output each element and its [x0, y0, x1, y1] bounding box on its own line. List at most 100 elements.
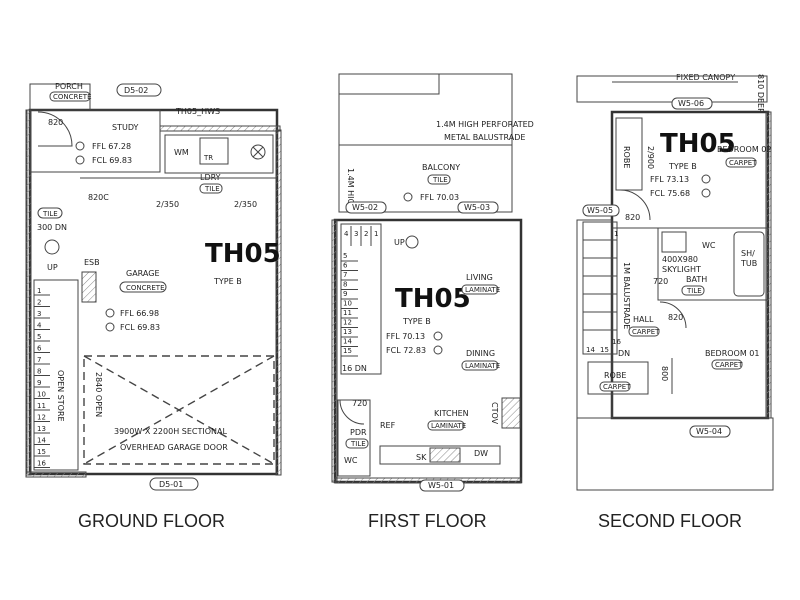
wc-label: WC: [344, 456, 358, 465]
door-820a: 820: [625, 213, 640, 222]
bath-room: [657, 227, 769, 301]
kitchen-finish: LAMINATE: [431, 422, 466, 430]
ground-right-wall-hatch: [275, 129, 282, 476]
w5-05-label: W5-05: [587, 206, 613, 215]
garage-door-line1: 3900W X 2200H SECTIONAL: [114, 427, 227, 436]
ground-bottom-wall-hatch: [25, 471, 87, 478]
ldry-finish-badge: [199, 183, 223, 194]
hall-finish: CARPET: [632, 328, 660, 336]
ground-stair-number: 6: [37, 345, 42, 353]
w5-06-label: W5-06: [678, 99, 704, 108]
second-floor-plan: FIXED CANOPY 810 DEEP W5-06 ROBE 2/900 T…: [576, 73, 774, 531]
ground-floor-plan: PORCH CONCRETE D5-02 TH05_HWS 820 STUDY …: [25, 82, 282, 531]
robe-b-finish: CARPET: [603, 383, 631, 391]
ground-title: TH05: [205, 239, 281, 269]
second-stair: [582, 221, 618, 355]
ground-top-wall-hatch: [159, 125, 281, 132]
first-stair-side-number: 5: [343, 252, 347, 260]
door-2-350-a: 2/350: [156, 200, 179, 209]
pdr-finish-badge: [345, 438, 369, 449]
sink-fixture: [429, 447, 461, 463]
hall-label: HALL: [633, 315, 654, 324]
balustrade-line2: METAL BALUSTRADE: [444, 133, 525, 142]
bath-label: BATH: [686, 275, 707, 284]
balcony-ffl-marker: [403, 192, 413, 202]
w5-03-label: W5-03: [464, 203, 490, 212]
first-stair-side-number: 9: [343, 290, 347, 298]
ref-label: REF: [380, 421, 396, 430]
first-stair-side-number: 12: [343, 319, 352, 327]
ground-stair-number: 2: [37, 299, 41, 307]
study-room: [29, 109, 161, 173]
second-lower-extension: [576, 417, 774, 491]
living-finish-badge: [461, 284, 499, 295]
balustrade-line1: 1.4M HIGH PERFORATED: [436, 120, 534, 129]
robe-b-finish-badge: [599, 381, 631, 392]
d5-02-label: D5-02: [124, 86, 148, 95]
kitchen-bench: [379, 445, 501, 465]
pdr-label: PDR: [350, 428, 367, 437]
door-820b: 820: [668, 313, 683, 322]
first-stair-top-number: 4: [344, 230, 349, 238]
second-fcl-marker: [701, 188, 711, 198]
garage-door-outline: [83, 355, 275, 465]
robe-a-label: ROBE: [622, 146, 631, 168]
esb-label: ESB: [84, 258, 100, 267]
robe-b-label: ROBE: [604, 371, 626, 380]
shower-tub: [733, 231, 765, 297]
garage-finish-badge: [119, 281, 167, 293]
skylight-line1: 400X980: [662, 255, 698, 264]
first-floor-caption: FIRST FLOOR: [368, 511, 487, 531]
first-stair-side-number: 10: [343, 300, 352, 308]
first-stair-side-number: 13: [343, 328, 352, 336]
ground-stair-number: 11: [37, 402, 46, 410]
ground-stair-number: 5: [37, 333, 41, 341]
first-up-label: UP: [394, 238, 405, 247]
door-720-second: 720: [653, 277, 668, 286]
bedroom01-label: BEDROOM 01: [705, 349, 759, 358]
garage-label: GARAGE: [126, 269, 160, 278]
study-fcl-marker: [75, 155, 85, 165]
open-2840-label: 2840 OPEN: [94, 372, 103, 417]
balcony-ffl: FFL 70.03: [420, 193, 459, 202]
stair-14-label: 14: [586, 346, 595, 354]
first-title: TH05: [395, 284, 471, 314]
bedroom02-finish: CARPET: [729, 159, 757, 167]
dw-label: DW: [474, 449, 488, 458]
second-ffl-marker: [701, 174, 711, 184]
first-stair-top-number: 2: [364, 230, 368, 238]
bath-finish: TILE: [686, 287, 702, 295]
second-type: TYPE B: [668, 162, 697, 171]
tr-label: TR: [203, 154, 213, 162]
dining-label: DINING: [466, 349, 495, 358]
d5-01-label: D5-01: [159, 480, 183, 489]
second-stair-wing: [576, 219, 613, 419]
w5-01-tag: [419, 479, 465, 492]
ctov-cooktop: [501, 397, 521, 429]
ground-stair-number: 14: [37, 437, 46, 445]
garage-door-line2: OVERHEAD GARAGE DOOR: [120, 443, 228, 452]
garage-finish: CONCRETE: [126, 284, 165, 292]
study-ffl-marker: [75, 141, 85, 151]
wc-second-label: WC: [702, 241, 716, 250]
ldry-finish: TILE: [204, 185, 220, 193]
dn-300-label: 300 DN: [37, 223, 67, 232]
ground-up-label: UP: [47, 263, 58, 272]
bedroom01-finish: CARPET: [715, 361, 743, 369]
bedroom01-door-swing: [659, 301, 687, 329]
ground-stair-number: 12: [37, 414, 46, 422]
door-720-label: 720: [352, 399, 367, 408]
living-finish: LAMINATE: [465, 286, 500, 294]
sh-tub-line2: TUB: [740, 259, 757, 268]
first-stair-side-number: 6: [343, 262, 348, 270]
canopy-outline: [576, 75, 768, 103]
d5-01-tag: [149, 477, 199, 491]
first-stair-top-number: 3: [354, 230, 358, 238]
wm-label: WM: [174, 148, 189, 157]
dining-finish-badge: [461, 360, 499, 371]
first-type: TYPE B: [402, 317, 431, 326]
first-stair-side-number: 11: [343, 309, 352, 317]
